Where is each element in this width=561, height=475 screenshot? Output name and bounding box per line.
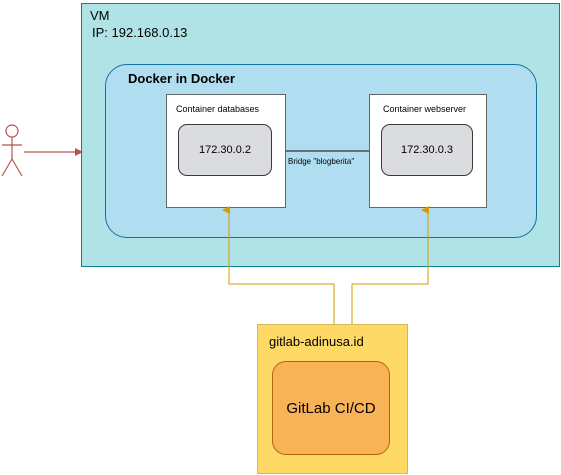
user-actor-icon [1,124,23,177]
gitlab-cicd-box: GitLab CI/CD [272,361,390,455]
gitlab-host-label: gitlab-adinusa.id [269,334,364,349]
container-webserver-label: Container webserver [383,104,467,114]
gitlab-to-webserver-edge [351,206,429,324]
docker-in-docker-title: Docker in Docker [128,71,235,86]
vm-title: VM [90,8,110,23]
vm-ip-label: IP: 192.168.0.13 [92,25,188,40]
databases-ip: 172.30.0.2 [178,124,272,176]
container-databases-label: Container databases [176,104,260,114]
gitlab-to-databases-edge [222,206,335,324]
bridge-label: Bridge "blogberita" [287,157,356,166]
webserver-ip: 172.30.0.3 [381,124,473,176]
